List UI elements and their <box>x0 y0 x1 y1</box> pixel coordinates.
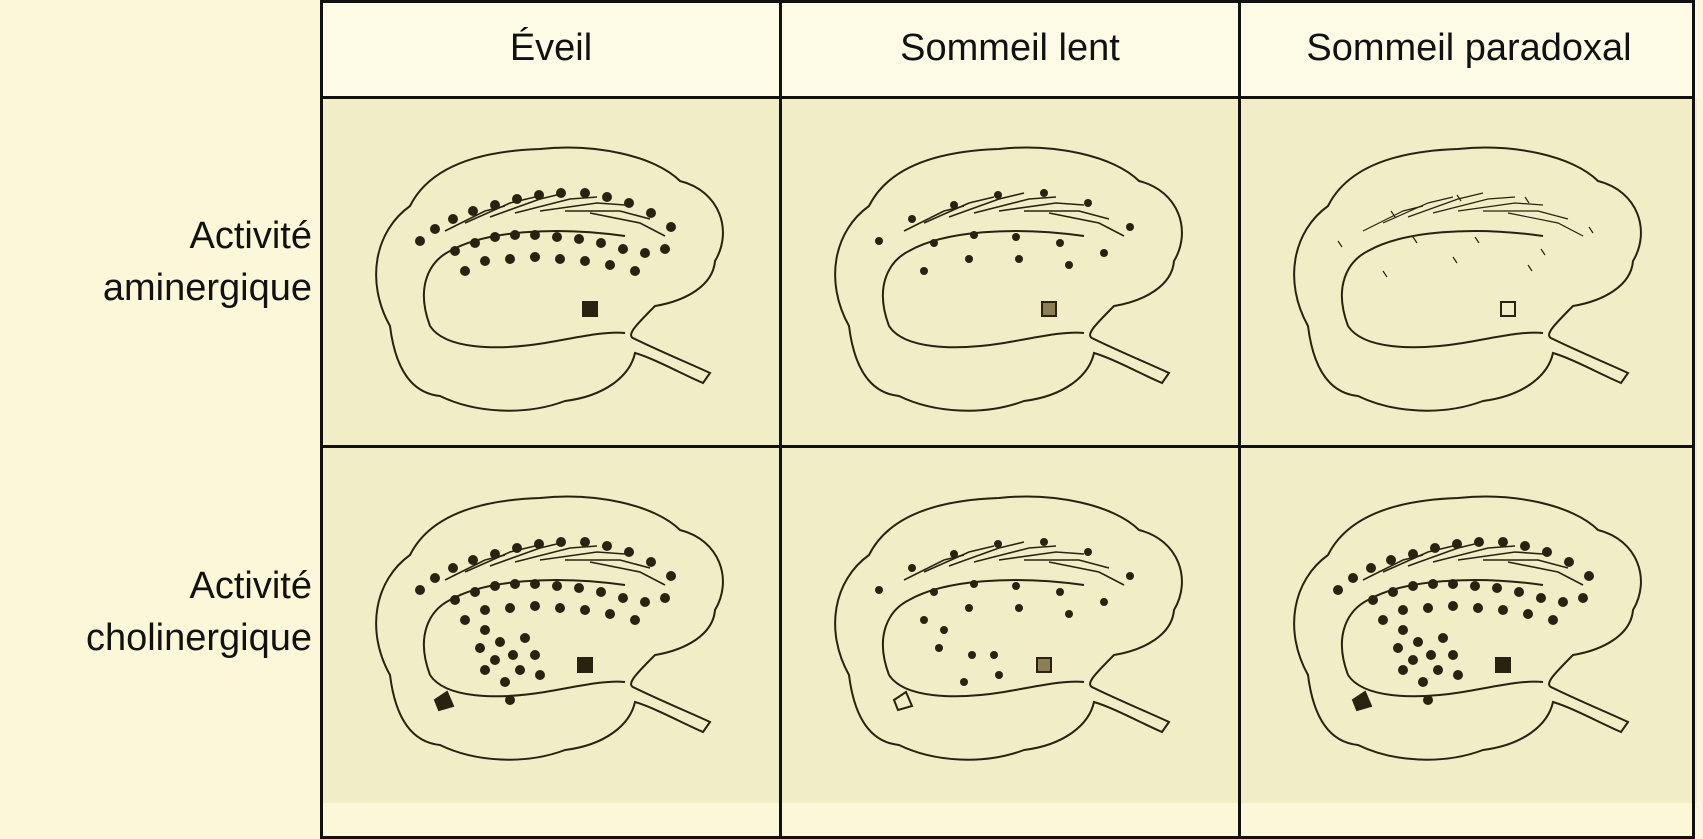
row-label-aminergique: Activité aminergique <box>0 210 312 314</box>
row-label-cholinergique: Activité cholinergique <box>0 560 312 664</box>
column-divider-2 <box>1238 0 1241 839</box>
row-divider <box>320 445 1695 448</box>
table-frame <box>320 0 1695 839</box>
row-label-cholinergique-line1: Activité <box>0 560 312 612</box>
row-label-aminergique-line2: aminergique <box>0 262 312 314</box>
header-divider <box>320 96 1695 99</box>
row-label-aminergique-line1: Activité <box>0 210 312 262</box>
column-divider-1 <box>779 0 782 839</box>
table-top-border <box>320 0 1695 3</box>
row-label-cholinergique-line2: cholinergique <box>0 612 312 664</box>
